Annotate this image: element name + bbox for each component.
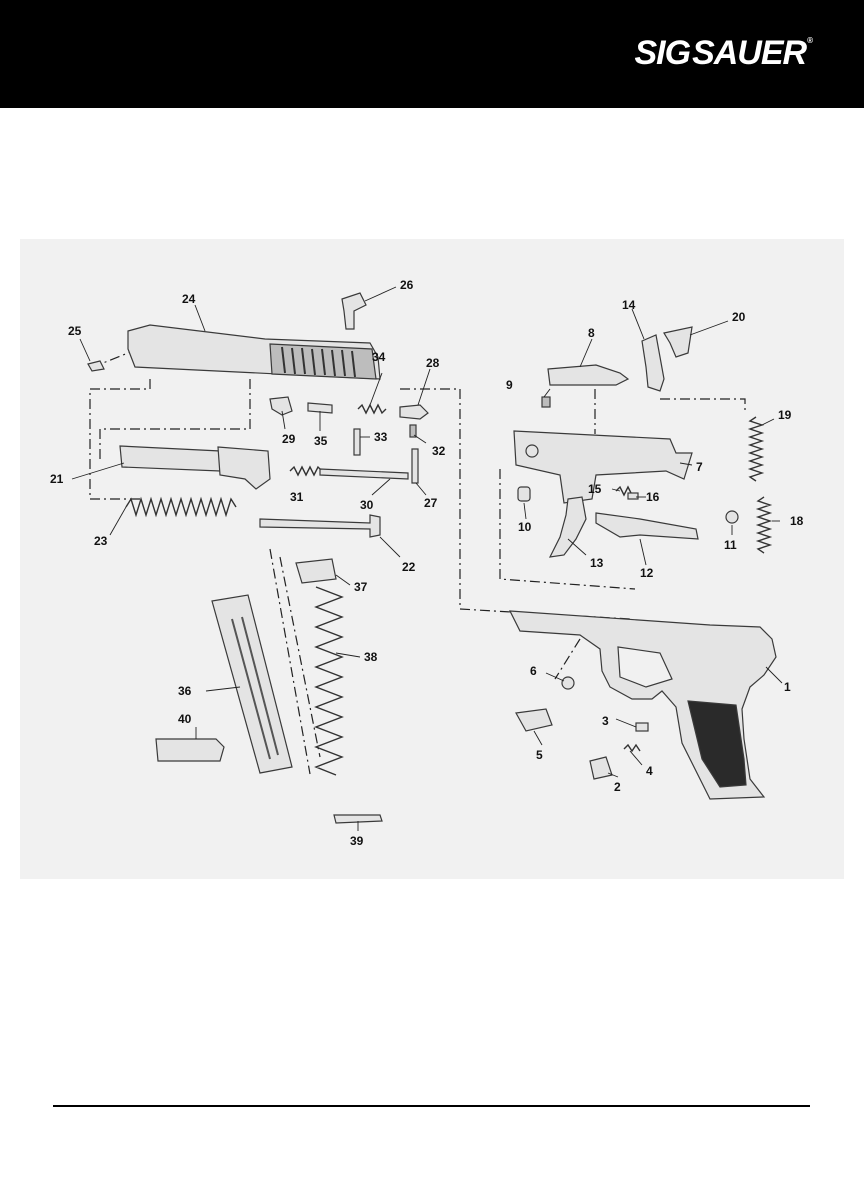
part-26-rear-sight xyxy=(342,293,366,329)
part-1-frame xyxy=(510,611,776,799)
callout-33: 33 xyxy=(374,430,388,444)
callout-28: 28 xyxy=(426,356,440,370)
part-27-retainer xyxy=(412,449,418,483)
callout-25: 25 xyxy=(68,324,82,338)
part-37-follower xyxy=(296,559,336,583)
callout-15: 15 xyxy=(588,482,602,496)
part-25-front-sight xyxy=(88,361,104,371)
callout-3: 3 xyxy=(602,714,609,728)
exploded-parts-diagram: 1 2 3 4 5 6 7 8 9 10 11 12 13 14 15 16 1… xyxy=(20,239,844,879)
callout-32: 32 xyxy=(432,444,446,458)
part-11-roller xyxy=(726,511,738,523)
part-34-spring xyxy=(358,405,386,413)
part-21-barrel xyxy=(120,446,270,489)
callout-18: 18 xyxy=(790,514,804,528)
sig-sauer-logo: SIG SAUER ® xyxy=(634,36,812,70)
part-9-spring xyxy=(542,397,550,407)
callout-10: 10 xyxy=(518,520,532,534)
callout-38: 38 xyxy=(364,650,378,664)
part-40-floorplate xyxy=(156,739,224,761)
callout-12: 12 xyxy=(640,566,654,580)
callout-36: 36 xyxy=(178,684,192,698)
callout-13: 13 xyxy=(590,556,604,570)
callout-29: 29 xyxy=(282,432,296,446)
part-20-safety-lever xyxy=(664,327,692,357)
part-31-firing-pin-spring xyxy=(290,467,322,475)
logo-sig: SIG xyxy=(634,36,690,70)
callout-21: 21 xyxy=(50,472,64,486)
part-4-spring xyxy=(624,745,640,751)
callout-27: 27 xyxy=(424,496,438,510)
part-28-plunger xyxy=(400,405,428,419)
part-33-pin xyxy=(354,429,360,455)
part-7-trigger-housing xyxy=(514,431,692,503)
part-29-extractor xyxy=(270,397,292,415)
callout-7: 7 xyxy=(696,460,703,474)
callout-5: 5 xyxy=(536,748,543,762)
part-38-magazine-spring xyxy=(316,587,342,775)
callout-26: 26 xyxy=(400,278,414,292)
callout-34: 34 xyxy=(372,350,386,364)
callout-2: 2 xyxy=(614,780,621,794)
part-10-pin xyxy=(518,487,530,501)
callout-19: 19 xyxy=(778,408,792,422)
callout-37: 37 xyxy=(354,580,368,594)
part-3-pin xyxy=(636,723,648,731)
callout-11: 11 xyxy=(724,538,737,552)
callout-39: 39 xyxy=(350,834,364,848)
callout-9: 9 xyxy=(506,378,513,392)
part-5-takedown-lever xyxy=(516,709,552,731)
diagram-svg: 1 2 3 4 5 6 7 8 9 10 11 12 13 14 15 16 1… xyxy=(20,239,844,879)
part-8-sear xyxy=(548,365,628,385)
part-14-hammer xyxy=(642,335,664,391)
footer-divider xyxy=(53,1105,810,1107)
callout-40: 40 xyxy=(178,712,192,726)
callout-1: 1 xyxy=(784,680,791,694)
callout-6: 6 xyxy=(530,664,537,678)
callout-20: 20 xyxy=(732,310,746,324)
callout-35: 35 xyxy=(314,434,328,448)
part-18-spring xyxy=(758,497,770,553)
part-19-spring xyxy=(750,417,762,481)
callout-31: 31 xyxy=(290,490,304,504)
logo-sauer: SAUER xyxy=(692,36,806,70)
part-16-pin xyxy=(628,493,638,499)
part-7-pin-hole xyxy=(526,445,538,457)
callout-14: 14 xyxy=(622,298,636,312)
header-bar: SIG SAUER ® xyxy=(0,0,864,108)
callout-16: 16 xyxy=(646,490,660,504)
part-6-bushing xyxy=(562,677,574,689)
callout-24: 24 xyxy=(182,292,196,306)
callout-22: 22 xyxy=(402,560,416,574)
part-12-trigger-bar xyxy=(596,513,698,539)
callout-4: 4 xyxy=(646,764,653,778)
logo-registered-mark: ® xyxy=(807,36,812,46)
part-13-trigger xyxy=(550,497,586,557)
part-2-mag-catch xyxy=(590,757,612,779)
part-22-guide-rod xyxy=(260,515,380,537)
callout-30: 30 xyxy=(360,498,374,512)
callout-8: 8 xyxy=(588,326,595,340)
part-23-recoil-spring xyxy=(126,499,236,515)
part-30-firing-pin xyxy=(320,469,408,479)
callout-23: 23 xyxy=(94,534,108,548)
part-24-slide xyxy=(128,325,380,379)
